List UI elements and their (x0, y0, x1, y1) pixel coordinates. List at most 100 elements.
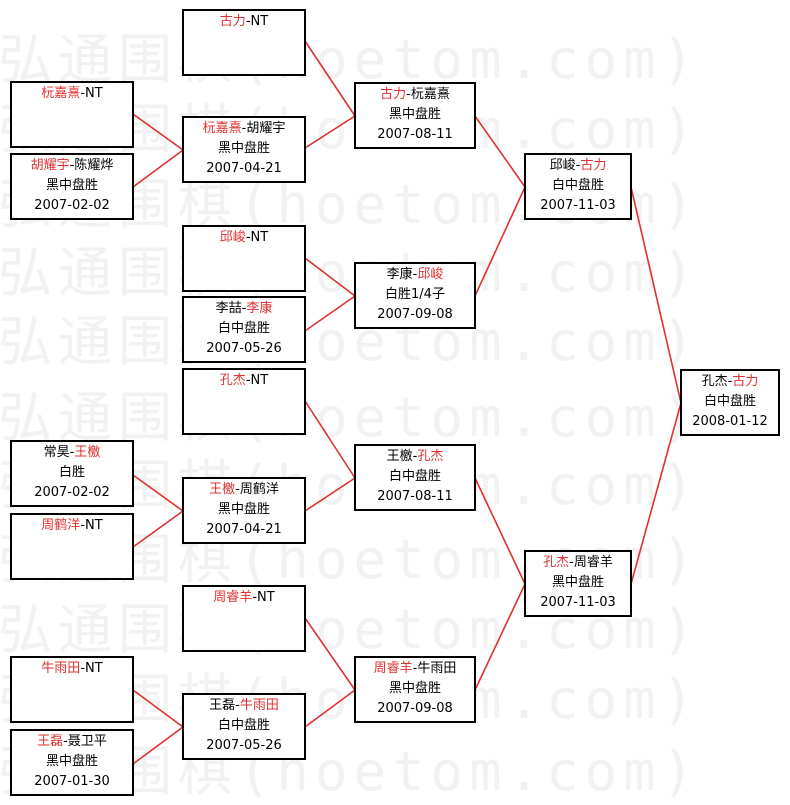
player-separator: - (241, 301, 247, 316)
connector (132, 689, 184, 728)
player-separator: - (63, 734, 68, 749)
match-result: 白中盘胜 (217, 718, 270, 733)
match-date: 2007-09-08 (377, 307, 453, 322)
player-name: 牛雨田 (41, 661, 81, 676)
match-players: 李康-邱峻 (356, 265, 474, 285)
match-players: 王磊-牛雨田 (184, 696, 304, 716)
match-date: 2007-11-03 (540, 198, 616, 213)
player-name: 陈耀烨 (74, 158, 114, 173)
player-name: 周睿羊 (373, 661, 413, 676)
player-name: 李康 (386, 267, 413, 282)
player-name: 周睿羊 (213, 590, 253, 605)
player-separator: - (406, 87, 411, 102)
player-separator: - (412, 661, 418, 676)
connector (132, 726, 184, 765)
player-name: 聂卫平 (67, 734, 107, 749)
player-separator: - (80, 86, 86, 101)
player-separator: - (575, 158, 581, 173)
connector (474, 583, 526, 691)
match-box: 孔杰-NT (182, 368, 306, 435)
match-result: 白中盘胜 (388, 469, 441, 484)
player-separator: - (241, 121, 247, 136)
watermark-line: 弘通围棋(hoetom.com) (0, 310, 701, 373)
player-separator: - (245, 373, 251, 388)
player-name: 王磊 (37, 734, 64, 749)
match-players: 古力-杬嘉熹 (356, 85, 474, 105)
match-date: 2007-02-02 (34, 485, 110, 500)
match-result: 黑中盘胜 (551, 575, 604, 590)
match-result: 黑中盘胜 (388, 107, 441, 122)
match-players: 古力-NT (184, 12, 304, 32)
player-name: 牛雨田 (239, 698, 279, 713)
watermark-line: 弘通围棋(hoetom.com) (0, 386, 701, 449)
player-name: 杬嘉熹 (41, 86, 81, 101)
match-box: 牛雨田-NT (10, 656, 134, 723)
player-separator: - (80, 518, 86, 533)
match-players: 杬嘉熹-胡耀宇 (184, 119, 304, 139)
connector (132, 474, 184, 512)
match-date: 2007-09-08 (377, 701, 453, 716)
connector (630, 402, 682, 585)
player-name: 杬嘉熹 (202, 121, 242, 136)
match-result: 黑中盘胜 (45, 754, 98, 769)
match-date: 2007-05-26 (206, 341, 282, 356)
player-name: 古力 (219, 14, 246, 29)
connector (304, 257, 356, 297)
player-name: 李康 (246, 301, 273, 316)
match-players: 常昊-王檄 (12, 443, 132, 463)
player-name: 胡耀宇 (30, 158, 70, 173)
match-date: 2007-02-02 (34, 198, 110, 213)
match-date: 2007-04-21 (206, 522, 282, 537)
connector (304, 617, 356, 691)
player-name: 孔杰 (417, 449, 444, 464)
player-name: 杬嘉熹 (410, 87, 450, 102)
match-players: 胡耀宇-陈耀烨 (12, 156, 132, 176)
player-name: 周睿羊 (573, 555, 613, 570)
player-name: 古力 (732, 374, 759, 389)
player-name: 周鹤洋 (239, 482, 279, 497)
watermark-line: 弘通围棋(hoetom.com) (0, 28, 701, 91)
player-separator: - (727, 374, 733, 389)
match-players: 李喆-李康 (184, 299, 304, 319)
player-separator: - (235, 698, 240, 713)
player-name: 牛雨田 (417, 661, 457, 676)
match-result: 白胜1/4子 (385, 287, 445, 302)
player-separator: - (412, 449, 418, 464)
match-date: 2007-04-21 (206, 161, 282, 176)
player-separator: - (245, 14, 251, 29)
player-separator: - (69, 445, 75, 460)
connector (474, 477, 526, 585)
match-result: 黑中盘胜 (45, 178, 98, 193)
player-name: 古力 (580, 158, 607, 173)
match-players: 邱峻-NT (184, 228, 304, 248)
player-name: NT (85, 661, 103, 676)
connector (474, 115, 526, 188)
match-date: 2007-08-11 (377, 127, 453, 142)
player-name: NT (250, 373, 269, 388)
player-name: NT (257, 590, 275, 605)
match-players: 周睿羊-牛雨田 (356, 659, 474, 679)
match-players: 周睿羊-NT (184, 588, 304, 608)
player-separator: - (569, 555, 574, 570)
player-name: NT (250, 230, 269, 245)
player-name: 孔杰 (543, 555, 570, 570)
match-players: 牛雨田-NT (12, 659, 132, 679)
match-players: 孔杰-NT (184, 371, 304, 391)
match-players: 杬嘉熹-NT (12, 84, 132, 104)
match-players: 王檄-周鹤洋 (184, 480, 304, 500)
player-name: 邱峻 (219, 230, 246, 245)
match-box: 胡耀宇-陈耀烨黑中盘胜 2007-02-02 (10, 153, 134, 220)
match-date: 2008-01-12 (692, 414, 768, 429)
match-players: 王磊-聂卫平 (12, 732, 132, 752)
player-name: 胡耀宇 (246, 121, 286, 136)
player-separator: - (245, 230, 251, 245)
player-name: 王檄 (209, 482, 236, 497)
